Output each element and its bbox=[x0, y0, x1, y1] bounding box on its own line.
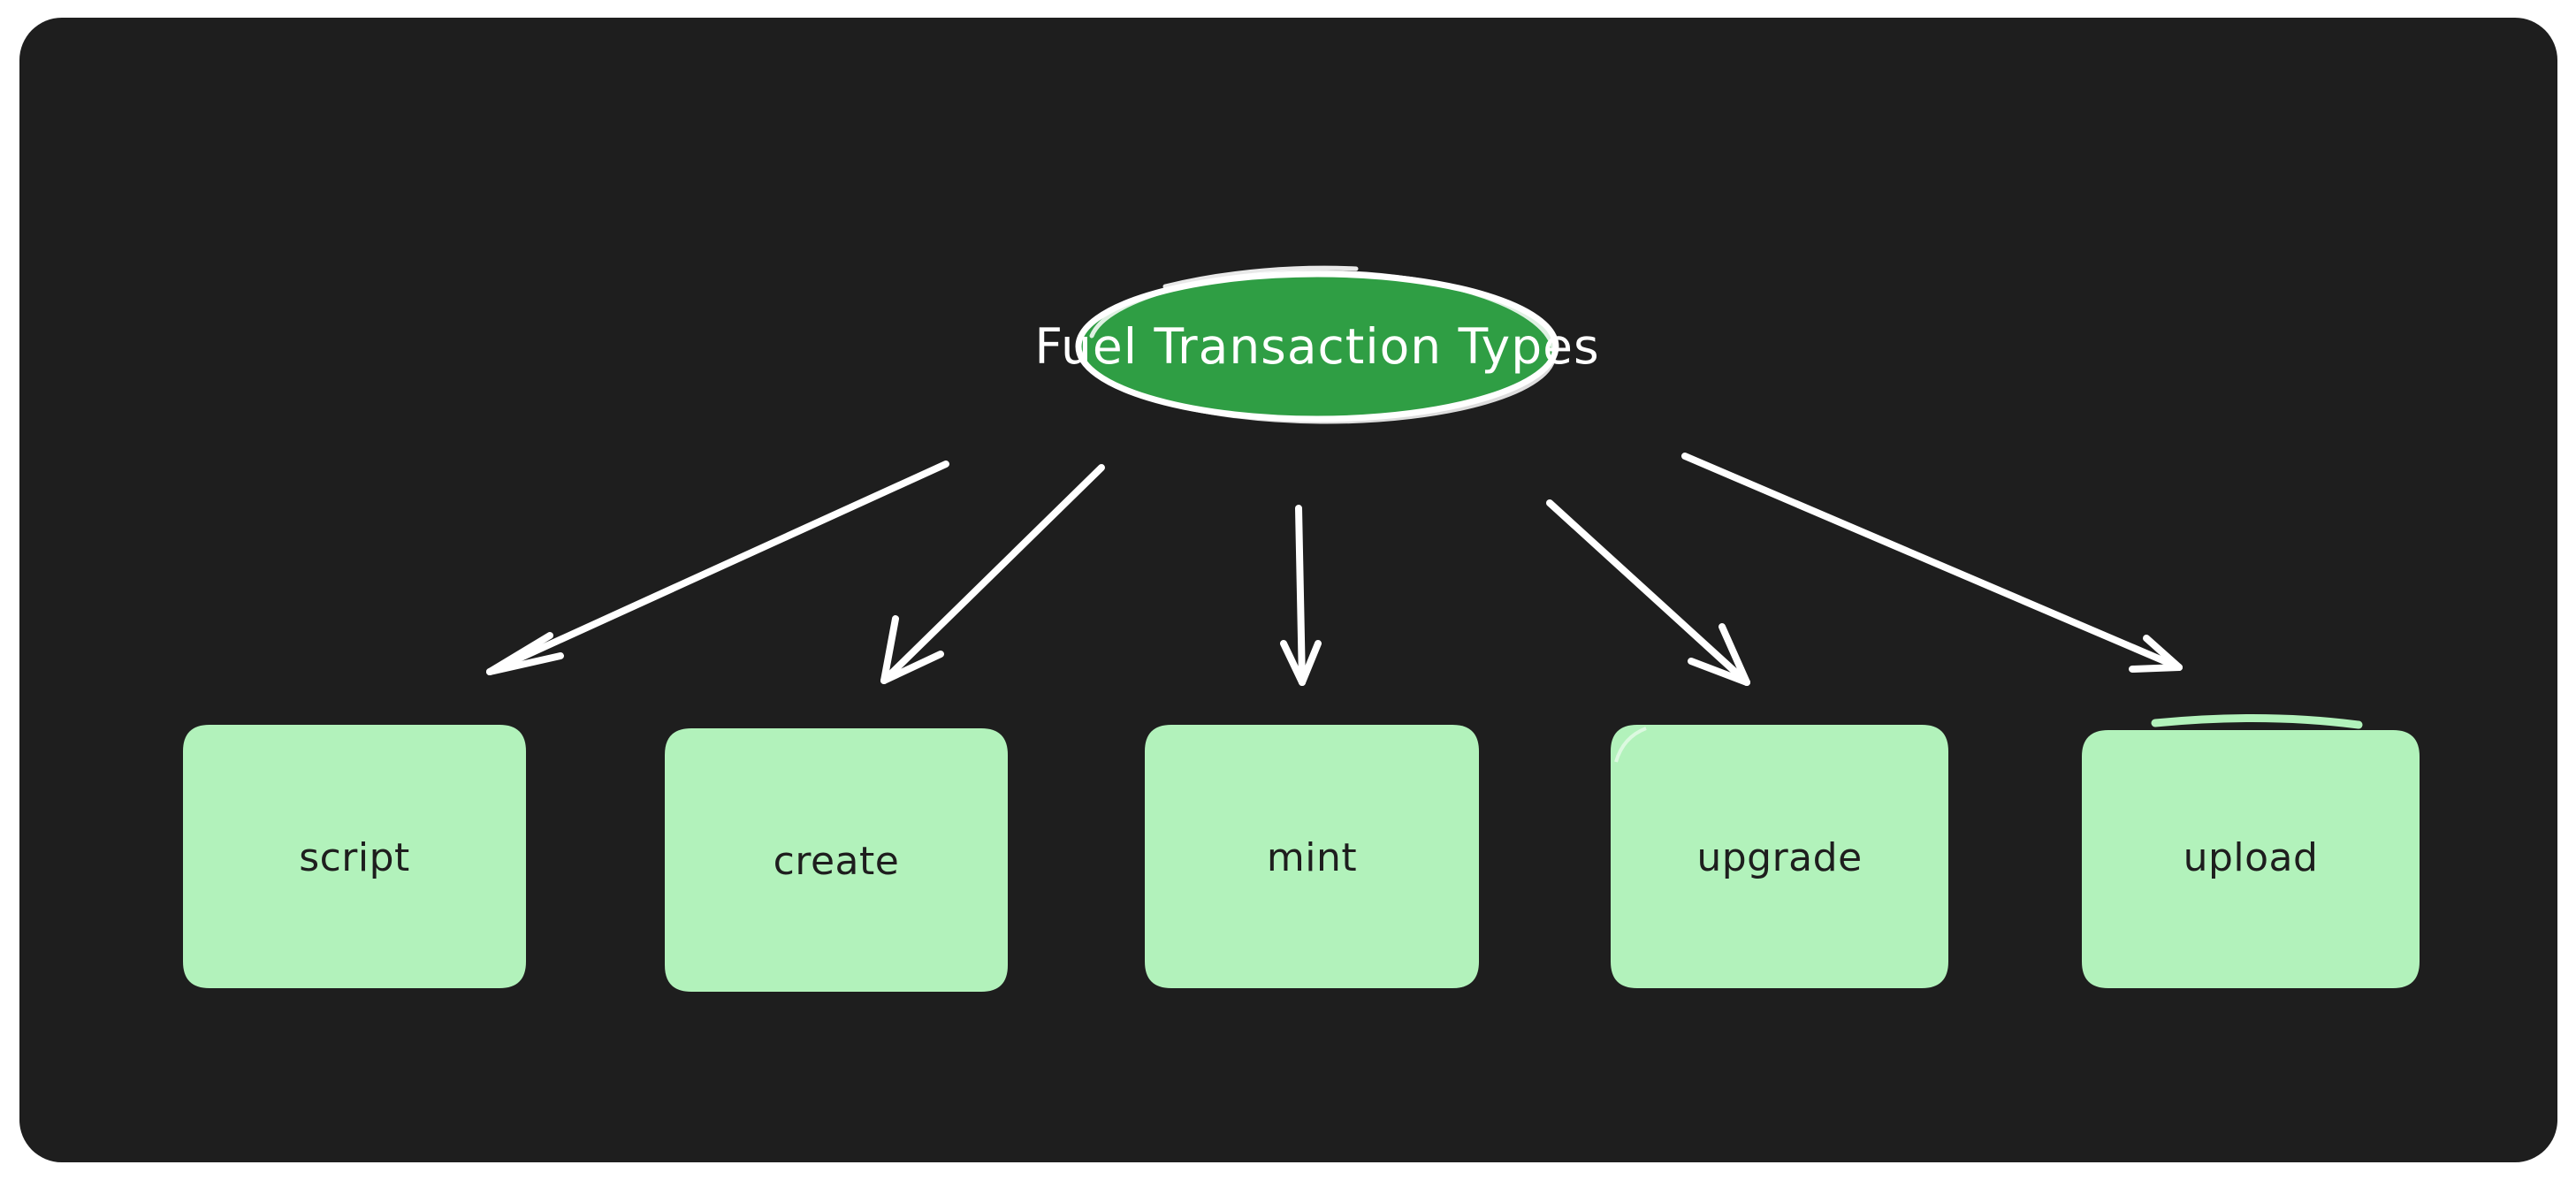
edge-root-to-script[interactable] bbox=[486, 461, 949, 675]
node-sketch-line bbox=[1000, 786, 1007, 849]
edge-arrowhead-lower bbox=[2129, 664, 2183, 673]
root-ellipse-outline-b bbox=[1078, 270, 1557, 424]
node-script[interactable] bbox=[183, 725, 526, 988]
node-shape bbox=[183, 725, 526, 988]
node-shape bbox=[2082, 730, 2420, 988]
node-sketch-overshoot bbox=[2151, 713, 2363, 729]
edge-arrowhead-upper bbox=[486, 652, 564, 675]
node-sketch-line bbox=[519, 777, 526, 938]
edge-root-to-upload[interactable] bbox=[1681, 453, 2183, 673]
edge-line bbox=[1681, 453, 2183, 671]
edge-arrowhead-lower bbox=[880, 651, 944, 684]
edge-root-to-mint[interactable] bbox=[1280, 505, 1322, 686]
root-ellipse-sketch-overshoot bbox=[1162, 265, 1359, 289]
node-mint[interactable] bbox=[1145, 725, 1479, 988]
edge-arrowhead-upper bbox=[2143, 635, 2183, 671]
root-ellipse-fill bbox=[1078, 276, 1556, 417]
node-shape bbox=[1611, 725, 1948, 988]
node-create[interactable] bbox=[665, 728, 1008, 992]
edge-arrowhead-right bbox=[1299, 640, 1322, 686]
edge-arrowhead-lower bbox=[1688, 658, 1750, 686]
edge-line bbox=[880, 464, 1105, 684]
node-shape bbox=[665, 728, 1008, 992]
edge-line bbox=[1295, 505, 1306, 686]
node-root[interactable] bbox=[1075, 265, 1559, 424]
node-shape bbox=[1145, 725, 1479, 988]
edge-arrowhead-lower bbox=[486, 632, 553, 675]
node-upgrade[interactable] bbox=[1611, 725, 1948, 988]
edge-arrowhead-upper bbox=[880, 615, 899, 684]
node-sketch-corner bbox=[1614, 727, 1647, 763]
edge-root-to-upgrade[interactable] bbox=[1546, 499, 1750, 686]
edge-arrowhead-left bbox=[1280, 640, 1306, 686]
edge-arrowhead-upper bbox=[1719, 623, 1750, 686]
edge-line bbox=[1546, 499, 1750, 686]
edge-line bbox=[486, 461, 949, 675]
edge-root-to-create[interactable] bbox=[880, 464, 1105, 684]
node-upload[interactable] bbox=[2082, 713, 2420, 988]
